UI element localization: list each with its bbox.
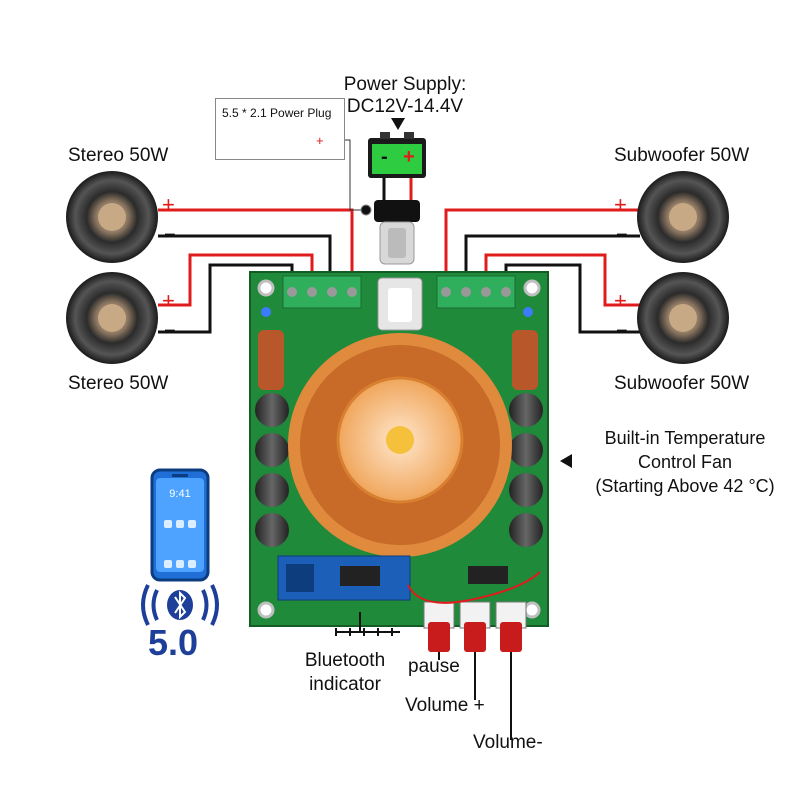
amplifier-board: [249, 271, 549, 629]
polarity-minus: −: [616, 320, 628, 342]
speaker-left-top: [66, 171, 158, 263]
power-plug-plus: +: [316, 133, 324, 148]
battery-plus-label: +: [403, 146, 415, 168]
speaker-right-bottom-label: Subwoofer 50W: [614, 373, 750, 394]
bluetooth-indicator-bracket: [335, 628, 400, 636]
polarity-plus: +: [162, 192, 175, 217]
battery-icon: [368, 132, 426, 178]
pause-button[interactable]: [428, 622, 450, 652]
volume-minus-button[interactable]: [500, 622, 522, 652]
speaker-right-top: [637, 171, 729, 263]
wiring: [158, 139, 640, 334]
bluetooth-version: 5.0: [148, 622, 199, 663]
polarity-plus: +: [162, 288, 175, 313]
bluetooth-indicator-label-line2: indicator: [309, 674, 381, 695]
fan-label-line2: Control Fan: [637, 452, 733, 472]
polarity-plus: +: [614, 192, 627, 217]
phone-time: 9:41: [169, 488, 191, 500]
plug-leader: [342, 139, 365, 211]
speaker-left-bottom-label: Stereo 50W: [68, 373, 169, 394]
control-leaders: [359, 612, 512, 740]
fan-label-line3: (Starting Above 42 °C): [595, 476, 775, 496]
polarity-plus: +: [614, 288, 627, 313]
inductor-left: [258, 330, 284, 390]
capacitors-right: [509, 393, 543, 547]
wire-right-bottom-plus: [484, 253, 640, 307]
led-left: [261, 307, 271, 317]
power-plug-box: [215, 98, 345, 160]
inductor-right: [512, 330, 538, 390]
power-supply-title: Power Supply:: [343, 74, 467, 95]
polarity-minus: −: [164, 224, 176, 246]
smartphone-icon: [150, 468, 210, 582]
speaker-left-top-label: Stereo 50W: [68, 145, 169, 166]
volume-plus-button[interactable]: [464, 622, 486, 652]
wire-right-top-plus: [444, 208, 640, 290]
battery-minus-label: -: [381, 146, 388, 168]
fan-label-line1: Built-in Temperature: [604, 428, 766, 448]
fan-arrow-icon: [560, 454, 572, 468]
speaker-right-bottom: [637, 272, 729, 364]
polarity-minus: −: [164, 320, 176, 342]
volume-plus-label: Volume +: [405, 695, 485, 716]
volume-minus-label: Volume-: [473, 732, 543, 753]
dc-plug-icon: [360, 200, 420, 265]
speaker-left-bottom: [66, 272, 158, 364]
power-arrow-icon: [391, 118, 405, 130]
capacitors-left: [255, 393, 289, 547]
bluetooth-indicator-label-line1: Bluetooth: [304, 650, 386, 671]
pause-label: pause: [408, 656, 460, 677]
wire-left-bottom-plus: [158, 253, 314, 307]
polarity-minus: −: [616, 224, 628, 246]
bluetooth-icon: [141, 584, 219, 626]
power-plug-label: 5.5 * 2.1 Power Plug: [222, 106, 332, 120]
speaker-right-top-label: Subwoofer 50W: [614, 145, 750, 166]
power-supply-voltage: DC12V-14.4V: [346, 96, 464, 117]
led-right: [523, 307, 533, 317]
